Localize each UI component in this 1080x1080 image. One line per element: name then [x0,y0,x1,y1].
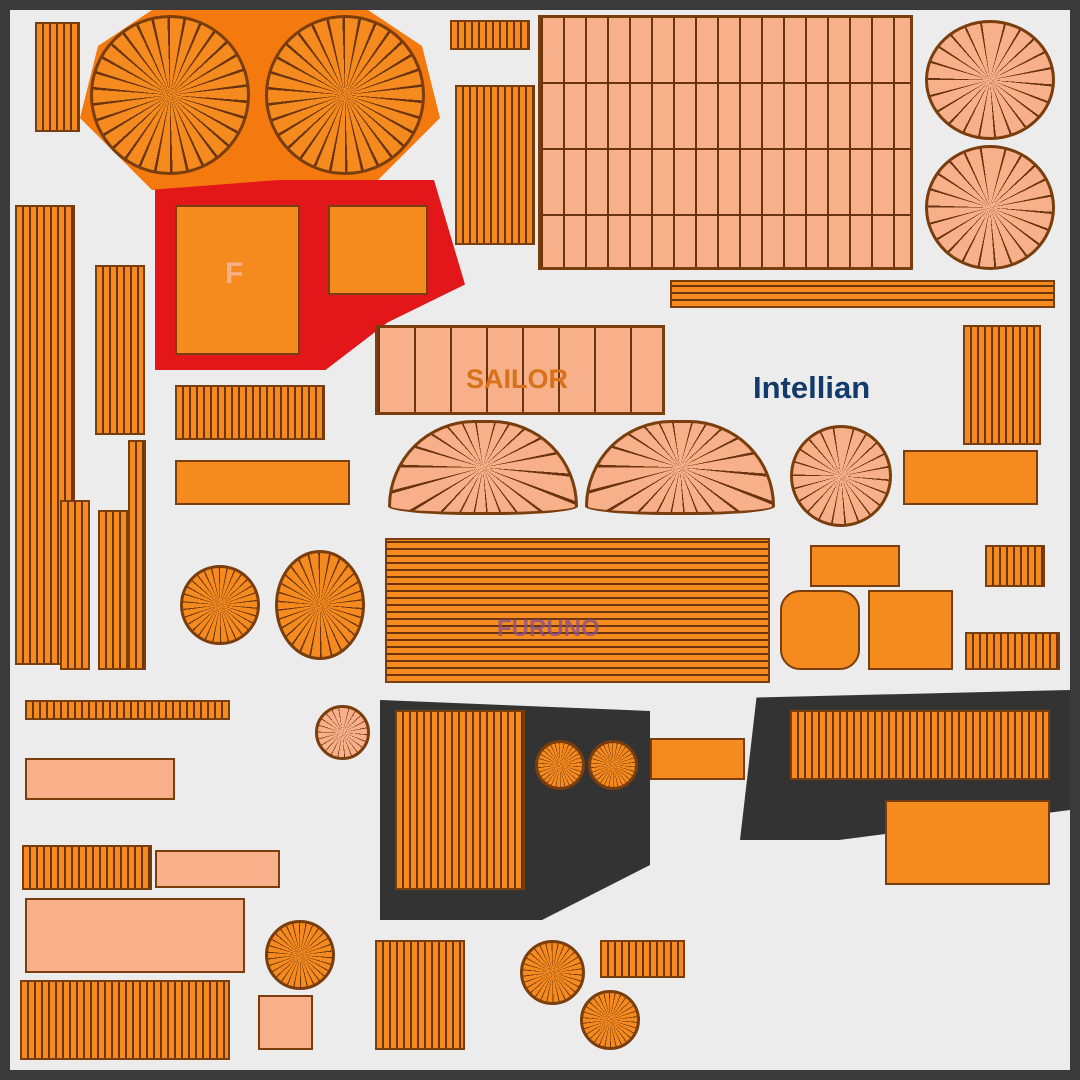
uv-box [25,898,245,973]
uv-disc [315,705,370,760]
uv-strip [395,710,525,890]
uv-disc [588,740,638,790]
uv-disc [925,145,1055,270]
uv-box [780,590,860,670]
uv-box [328,205,428,295]
uv-strip [175,385,325,440]
uv-trapezoid [903,450,1038,505]
uv-panel-sailor: SAILOR [375,325,665,415]
uv-panel-furuno: FURUNO [385,538,770,683]
uv-strip [965,632,1060,670]
uv-disc [265,920,335,990]
uv-strip [985,545,1045,587]
uv-disc [790,425,892,527]
uv-fan [180,565,260,645]
uv-strip [35,22,80,132]
uv-strip [450,20,530,50]
uv-strip [963,325,1041,445]
uv-fan [585,420,775,515]
uv-strip [455,85,535,245]
uv-strip [20,980,230,1060]
uv-ring-left [90,15,250,175]
uv-strip [600,940,685,978]
uv-fan [388,420,578,515]
uv-box [810,545,900,587]
uv-column [98,510,128,670]
uv-strip [175,460,350,505]
sailor-logo: SAILOR [466,364,569,394]
uv-panel-grid [538,15,913,270]
uv-strip [22,845,152,890]
uv-strip [670,280,1055,308]
uv-box [885,800,1050,885]
uv-disc [520,940,585,1005]
uv-strip [790,710,1050,780]
uv-disc [535,740,585,790]
uv-column [95,265,145,435]
f-mark-logo: F [225,257,244,290]
uv-disc [925,20,1055,140]
uv-column [60,500,90,670]
uv-disc [580,990,640,1050]
uv-texture-map: F SAILOR Intellian FURUNO [10,10,1070,1070]
uv-box [868,590,953,670]
uv-box [25,758,175,800]
intellian-logo: Intellian [753,370,871,405]
uv-strip [25,700,230,720]
uv-box [155,850,280,888]
uv-strip [375,940,465,1050]
uv-column [128,440,146,670]
uv-box-f: F [175,205,300,355]
uv-ring-right [265,15,425,175]
furuno-logo: FURUNO [497,615,600,642]
uv-box [258,995,313,1050]
uv-box [650,738,745,780]
uv-fan [275,550,365,660]
